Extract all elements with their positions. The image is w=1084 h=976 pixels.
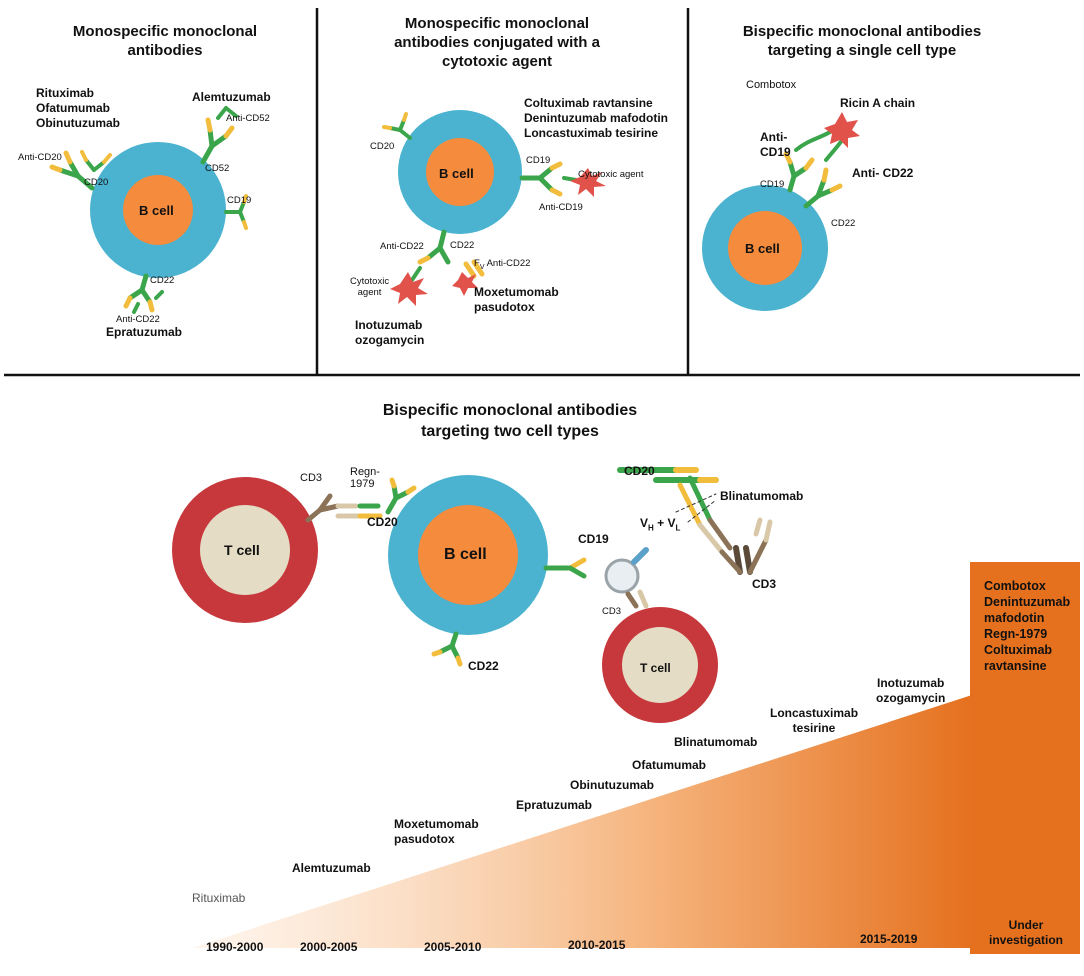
- panel4-cd22-receptor: [431, 631, 463, 667]
- timeline-ramp: [192, 695, 972, 948]
- panel1-bcell-label: B cell: [139, 203, 174, 218]
- timeline-drug-ofatumumab: Ofatumumab: [632, 758, 707, 772]
- panel3-bcell: [702, 185, 828, 311]
- panel4-tcell-left: [172, 477, 318, 623]
- timeline-drug-obinutuzumab: Obinutuzumab: [570, 778, 654, 792]
- panel4-bcell-label: B cell: [444, 546, 487, 563]
- panel2-drug-list: Coltuximab ravtansine Denintuzumab mafod…: [524, 96, 668, 140]
- label-fv-anti-cd22: FV Anti-CD22: [474, 258, 531, 271]
- label-cd52: CD52: [205, 163, 230, 174]
- label-cd20: CD20: [367, 515, 398, 529]
- panel4-regn-antibody: [305, 477, 417, 523]
- panel3-bcell-label: B cell: [745, 241, 780, 256]
- panel1-anti-cd22-antibody: [123, 273, 164, 314]
- label-cd19: CD19: [227, 195, 252, 206]
- label-anti-cd22: Anti-CD22: [116, 314, 160, 325]
- panel3-drug-combotox: Combotox: [746, 79, 797, 91]
- panel4-bcell: [388, 475, 548, 635]
- label-cd20: CD20: [370, 141, 395, 152]
- label-cd20: CD20: [84, 177, 109, 188]
- label-anti-cd19: Anti-CD19: [539, 202, 583, 213]
- label-cd3: CD3: [752, 577, 777, 591]
- panel2-anti-cd19-conjugate: [519, 161, 606, 197]
- panel3-combotox: [783, 112, 860, 209]
- label-cd22: CD22: [150, 275, 175, 286]
- label-anti-cd20: Anti-CD20: [18, 152, 62, 163]
- label-cd19: CD19: [578, 532, 609, 546]
- timeline-period-1: 1990-2000: [206, 940, 264, 954]
- panel1-bcell: [90, 142, 226, 278]
- panel2-anti-cd22-conjugate: [390, 229, 451, 306]
- label-blinatumomab: Blinatumomab: [720, 489, 804, 503]
- label-cytotoxic-agent: Cytotoxic agent: [578, 169, 644, 180]
- label-anti-cd22: Anti-CD22: [380, 241, 424, 252]
- panel4-cd19-engager: [543, 547, 649, 609]
- label-cd19: CD19: [760, 179, 785, 190]
- label-cd20: CD20: [624, 464, 655, 478]
- label-cd3: CD3: [300, 472, 323, 484]
- timeline-period-5: 2015-2019: [860, 932, 918, 946]
- panel4-tcell-right-label: T cell: [640, 661, 671, 675]
- panel4-tcell-right: [602, 607, 718, 723]
- panel1-anti-cd20-antibody: [49, 150, 112, 191]
- label-cd19: CD19: [526, 155, 551, 166]
- timeline-investigation-bar: [970, 562, 1080, 954]
- label-cd22: CD22: [450, 240, 475, 251]
- panel1-drug-alemtuzumab: Alemtuzumab: [192, 90, 271, 104]
- panel1-drug-epratuzumab: Epratuzumab: [106, 325, 183, 339]
- panel1-anti-cd52-antibody: [200, 106, 238, 165]
- panel4-tcell-left-label: T cell: [224, 542, 260, 558]
- panel1-cd19-receptor: [224, 194, 248, 230]
- panel2-moxetumomab: [452, 259, 485, 296]
- timeline-drug-alemtuzumab: Alemtuzumab: [292, 861, 371, 875]
- timeline-period-4: 2010-2015: [568, 938, 626, 952]
- timeline-drug-epratuzumab: Epratuzumab: [516, 798, 593, 812]
- timeline-period-2: 2000-2005: [300, 940, 358, 954]
- panel2-bcell-label: B cell: [439, 166, 474, 181]
- panel2-bcell: [398, 110, 522, 234]
- timeline-drug-rituximab: Rituximab: [192, 891, 246, 905]
- panel2-cd20-receptor: [382, 112, 412, 140]
- timeline-drug-blinatumomab: Blinatumomab: [674, 735, 758, 749]
- label-cd3: CD3: [602, 606, 622, 617]
- label-anti-cd22: Anti- CD22: [852, 166, 914, 180]
- label-cd22: CD22: [468, 659, 499, 673]
- label-cd22: CD22: [831, 218, 856, 229]
- label-regn-1979: Regn-1979: [350, 466, 380, 490]
- panel4-blinatumomab-structure: [617, 467, 773, 575]
- label-ricin-a-chain: Ricin A chain: [840, 96, 916, 110]
- panel1-drug-list: Rituximab Ofatumumab Obinutuzumab: [36, 86, 120, 130]
- label-anti-cd19: Anti-CD19: [760, 130, 791, 159]
- label-vh-vl: VH + VL: [640, 516, 681, 533]
- investigation-drug-list: Combotox Denintuzumab mafodotin Regn-197…: [984, 579, 1071, 673]
- timeline-period-3: 2005-2010: [424, 940, 482, 954]
- label-anti-cd52: Anti-CD52: [226, 113, 270, 124]
